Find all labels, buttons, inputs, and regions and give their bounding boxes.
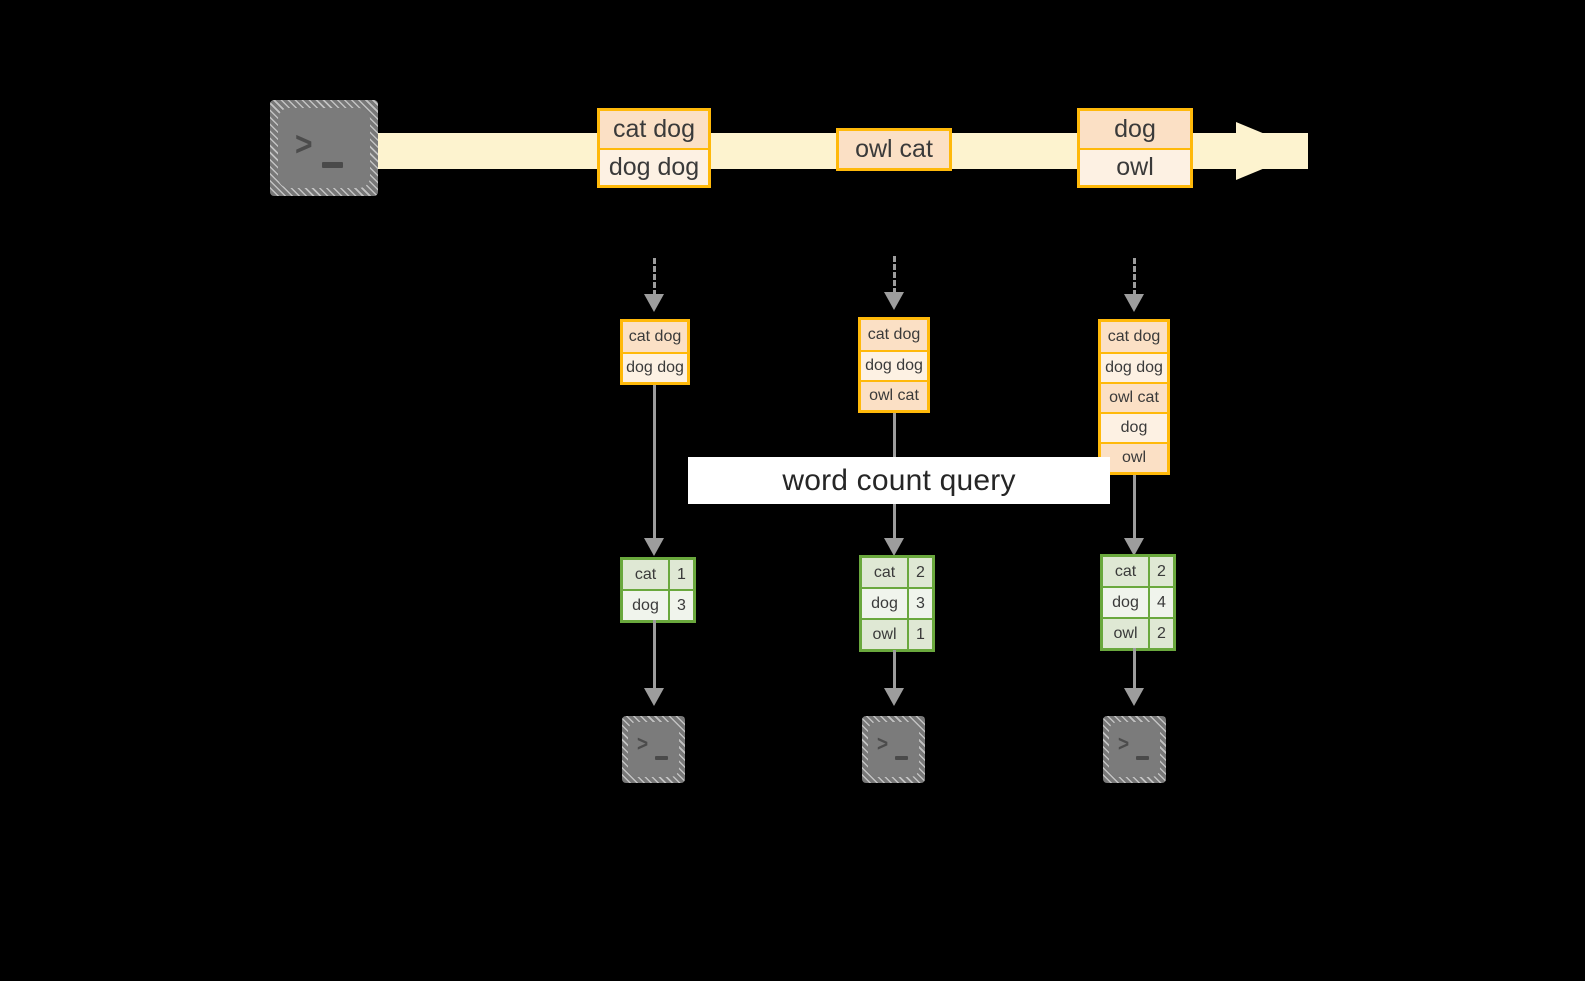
terminal-prompt-glyph: > <box>295 125 313 164</box>
arrowhead-result-to-sink-3 <box>1124 688 1144 706</box>
result-count: 1 <box>907 620 932 649</box>
terminal-screen: > <box>628 722 679 777</box>
result-word: dog <box>862 589 907 618</box>
accumulated-2: cat dog dog dog owl cat <box>858 317 930 413</box>
result-count: 2 <box>1148 557 1173 586</box>
terminal-screen: > <box>1109 722 1160 777</box>
arrowhead-result-to-sink-2 <box>884 688 904 706</box>
result-3: cat 2 dog 4 owl 2 <box>1100 554 1176 651</box>
arrowhead-accum-to-result-3 <box>1124 538 1144 556</box>
stream-batch-3: dog owl <box>1077 108 1193 188</box>
result-word: cat <box>862 558 907 587</box>
arrowhead-result-to-sink-1 <box>644 688 664 706</box>
accumulated-record: owl cat <box>861 380 927 410</box>
sink-terminal-icon-1: > <box>622 716 685 783</box>
table-row: owl 2 <box>1103 617 1173 648</box>
connector-stream-to-accum-1 <box>653 258 656 296</box>
result-count: 4 <box>1148 588 1173 617</box>
result-word: dog <box>623 591 668 620</box>
result-2: cat 2 dog 3 owl 1 <box>859 555 935 652</box>
table-row: owl 1 <box>862 618 932 649</box>
table-row: cat 2 <box>1103 557 1173 586</box>
arrowhead-stream-to-accum-3 <box>1124 294 1144 312</box>
terminal-screen: > <box>278 108 370 188</box>
stream-record: dog <box>1080 111 1190 148</box>
accumulated-record: dog <box>1101 412 1167 442</box>
accumulated-record: cat dog <box>1101 322 1167 352</box>
accumulated-record: dog dog <box>861 350 927 380</box>
terminal-prompt-glyph: > <box>877 732 889 757</box>
accumulated-1: cat dog dog dog <box>620 319 690 385</box>
terminal-prompt-glyph: > <box>1118 732 1130 757</box>
terminal-prompt-glyph: > <box>637 732 649 757</box>
arrowhead-stream-to-accum-1 <box>644 294 664 312</box>
table-row: dog 4 <box>1103 586 1173 617</box>
terminal-screen: > <box>868 722 919 777</box>
table-row: dog 3 <box>623 589 693 620</box>
accumulated-record: cat dog <box>861 320 927 350</box>
accumulated-record: owl <box>1101 442 1167 472</box>
terminal-caret-glyph <box>322 162 343 168</box>
accumulated-3: cat dog dog dog owl cat dog owl <box>1098 319 1170 475</box>
accumulated-record: dog dog <box>1101 352 1167 382</box>
result-count: 1 <box>668 560 693 589</box>
result-word: owl <box>1103 619 1148 648</box>
stream-record: owl cat <box>839 131 949 168</box>
table-row: dog 3 <box>862 587 932 618</box>
stream-batch-2: owl cat <box>836 128 952 171</box>
connector-accum-to-result-1 <box>653 380 656 552</box>
result-count: 3 <box>907 589 932 618</box>
connector-stream-to-accum-2 <box>893 256 896 294</box>
connector-result-to-sink-1 <box>653 620 656 700</box>
result-count: 3 <box>668 591 693 620</box>
stream-arrow-head <box>1236 122 1306 180</box>
terminal-caret-glyph <box>1136 756 1149 760</box>
result-1: cat 1 dog 3 <box>620 557 696 623</box>
query-label: word count query <box>688 457 1110 504</box>
table-row: cat 1 <box>623 560 693 589</box>
accumulated-record: owl cat <box>1101 382 1167 412</box>
terminal-caret-glyph <box>655 756 668 760</box>
result-count: 2 <box>1148 619 1173 648</box>
result-word: owl <box>862 620 907 649</box>
terminal-caret-glyph <box>895 756 908 760</box>
result-word: cat <box>623 560 668 589</box>
stream-batch-1: cat dog dog dog <box>597 108 711 188</box>
connector-accum-to-result-3 <box>1133 470 1136 552</box>
stream-record: cat dog <box>600 111 708 148</box>
source-terminal-icon: > <box>270 100 378 196</box>
sink-terminal-icon-3: > <box>1103 716 1166 783</box>
arrowhead-accum-to-result-1 <box>644 538 664 556</box>
result-word: dog <box>1103 588 1148 617</box>
sink-terminal-icon-2: > <box>862 716 925 783</box>
accumulated-record: dog dog <box>623 352 687 382</box>
connector-stream-to-accum-3 <box>1133 258 1136 296</box>
arrowhead-stream-to-accum-2 <box>884 292 904 310</box>
result-count: 2 <box>907 558 932 587</box>
arrowhead-accum-to-result-2 <box>884 538 904 556</box>
result-word: cat <box>1103 557 1148 586</box>
stream-record: dog dog <box>600 148 708 185</box>
accumulated-record: cat dog <box>623 322 687 352</box>
connector-result-to-sink-3 <box>1133 648 1136 700</box>
connector-result-to-sink-2 <box>893 650 896 700</box>
table-row: cat 2 <box>862 558 932 587</box>
stream-record: owl <box>1080 148 1190 185</box>
